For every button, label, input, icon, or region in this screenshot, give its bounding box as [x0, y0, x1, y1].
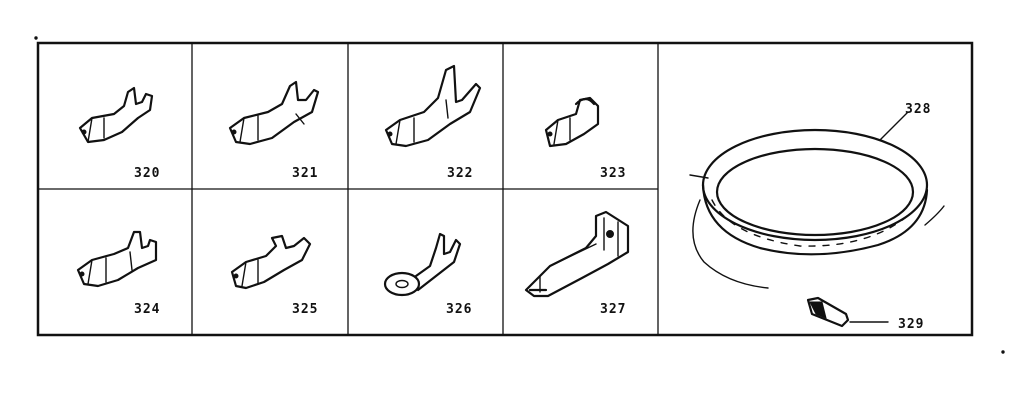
crimp-terminal-icon — [384, 64, 482, 148]
part-327: 327 — [524, 210, 630, 317]
crimp-terminal-icon — [76, 230, 158, 288]
wire-coil-icon — [689, 111, 945, 289]
part-number-327: 327 — [600, 302, 626, 317]
part-number-320: 320 — [134, 166, 160, 181]
part-number-323: 323 — [600, 166, 626, 181]
part-320: 320 — [78, 86, 160, 181]
crimp-terminal-icon — [230, 234, 312, 290]
part-324: 324 — [76, 230, 160, 317]
part-325: 325 — [230, 234, 318, 317]
ring-terminal-icon — [383, 232, 462, 297]
part-number-326: 326 — [446, 302, 472, 317]
parts-grid — [38, 43, 659, 335]
part-number-322: 322 — [447, 166, 473, 181]
crimp-terminal-icon — [228, 80, 320, 146]
crimp-terminal-icon — [544, 96, 600, 148]
print-speck — [1001, 350, 1005, 354]
wire-connector-icon — [806, 296, 889, 328]
part-329: 329 — [806, 296, 924, 332]
part-number-329: 329 — [898, 317, 924, 332]
part-323: 323 — [544, 96, 626, 181]
part-322: 322 — [384, 64, 482, 181]
part-number-325: 325 — [292, 302, 318, 317]
print-speck — [34, 36, 38, 40]
part-number-328: 328 — [905, 102, 931, 117]
flag-terminal-icon — [524, 210, 630, 298]
part-328: 328 — [689, 102, 945, 289]
part-number-324: 324 — [134, 302, 160, 317]
part-326: 326 — [383, 232, 472, 317]
part-321: 321 — [228, 80, 320, 181]
crimp-terminal-icon — [78, 86, 154, 144]
part-number-321: 321 — [292, 166, 318, 181]
